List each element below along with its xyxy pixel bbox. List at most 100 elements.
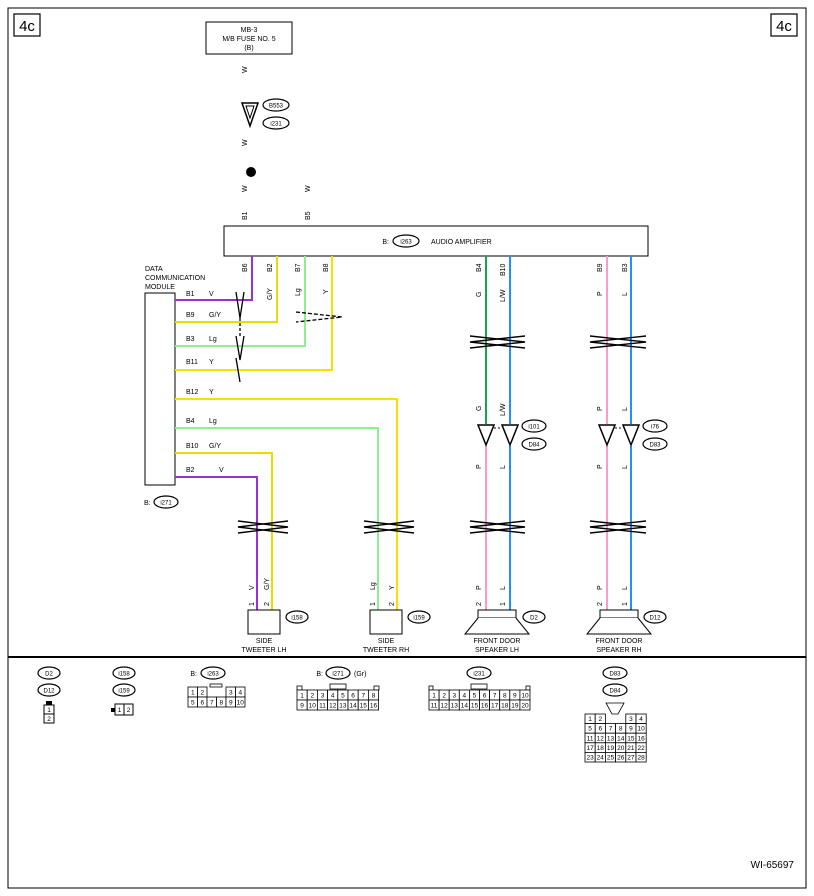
connector-pin-number: 3	[321, 693, 325, 700]
connector-pin-number: 24	[597, 755, 605, 762]
amp-pin-b2: B2	[267, 263, 274, 272]
wire-label-w4: W	[305, 185, 312, 192]
mid-label-p: P	[597, 406, 604, 411]
connector-pin-cell	[235, 696, 246, 708]
connector-b553-i231: B553 i231	[240, 98, 290, 130]
conn-label-d12: D12	[649, 616, 661, 622]
splice-point	[246, 167, 256, 177]
low-label-l: L	[500, 465, 507, 469]
svg-text:4c: 4c	[19, 18, 35, 35]
dcm-pin: B2	[186, 467, 195, 474]
speaker-lh: D2 FRONT DOOR SPEAKER LH	[463, 609, 546, 654]
connector-pin-number: 2	[598, 716, 602, 723]
speaker-harness-marks	[469, 335, 647, 534]
connector-pin-number: 6	[483, 693, 487, 700]
conn-label-i101: i101	[528, 425, 540, 431]
svg-text:i263: i263	[207, 672, 219, 678]
connector-pin-number: 16	[637, 735, 645, 742]
dcm-pin-color: Lg	[209, 418, 217, 425]
svg-text:D2: D2	[45, 672, 53, 678]
connector-pin-number: 11	[319, 703, 326, 710]
connector-pin-number: 13	[339, 703, 347, 710]
amp-conn-prefix: B:	[382, 239, 389, 246]
connector-pin-number: 21	[627, 745, 635, 752]
amp-pin-b6: B6	[242, 263, 249, 272]
wire-label-w2: W	[242, 139, 249, 146]
fuse-line3: (B)	[244, 45, 253, 52]
connector-pin-number: 27	[627, 755, 635, 762]
connector-pin-number: 7	[210, 700, 214, 707]
conn-label-d84: D84	[528, 443, 540, 449]
tweeter-lh-label2: TWEETER LH	[241, 647, 286, 654]
connector-pin-number: 14	[349, 703, 357, 710]
bot-label-p: P	[476, 585, 483, 590]
amp-b4-color: G	[476, 292, 483, 297]
tweeter-wire-y: Y	[389, 585, 396, 590]
connector-pin-number: 8	[503, 693, 507, 700]
connector-pin-number: 2	[310, 693, 314, 700]
dcm-conn-id: i271	[160, 501, 172, 507]
connector-pin-number: 13	[451, 703, 459, 710]
connector-pin-number: 5	[588, 726, 592, 733]
speaker-lh-label2: SPEAKER LH	[475, 647, 519, 654]
svg-text:i271: i271	[332, 672, 344, 678]
tweeter-lh: i158 SIDE TWEETER LH	[241, 609, 309, 654]
connector-i76-d83: i76 D83	[597, 419, 668, 451]
dcm-pin-color: G/Y	[209, 443, 221, 450]
amp-b9-color: P	[597, 291, 604, 296]
connector-pin-number: 7	[361, 693, 365, 700]
dcm-pin-color: V	[219, 467, 224, 474]
connector-pin-number: 1	[300, 693, 304, 700]
svg-text:2: 2	[127, 707, 131, 714]
low-label-p: P	[476, 464, 483, 469]
connector-pin-number: 15	[627, 735, 635, 742]
dcm-pin: B12	[186, 389, 199, 396]
dcm-line2: COMMUNICATION	[145, 275, 205, 282]
bot-label-p: P	[597, 585, 604, 590]
amp-b7-color: Lg	[295, 288, 302, 296]
tweeter-rh-label1: SIDE	[378, 638, 395, 645]
svg-text:1: 1	[118, 707, 122, 714]
connector-pin-number: 8	[372, 693, 376, 700]
connector-pin-number: 9	[513, 693, 517, 700]
low-label-l: L	[622, 465, 629, 469]
connector-pin-number: 26	[617, 755, 625, 762]
connector-pin-number: 1	[191, 690, 195, 697]
tweeter-lh-label1: SIDE	[256, 638, 273, 645]
connector-pin-number: 20	[521, 703, 529, 710]
connector-pin-number: 11	[587, 735, 594, 742]
amp-pin-b8: B8	[323, 263, 330, 272]
amp-conn-id: i263	[400, 240, 412, 246]
fuse-line2: M/B FUSE NO. 5	[222, 36, 275, 43]
wire-label-w3: W	[242, 185, 249, 192]
tweeter-pin: 2	[264, 602, 271, 606]
svg-text:B:: B:	[316, 671, 323, 678]
connector-pin-number: 11	[431, 703, 438, 710]
connector-pin-number: 17	[586, 745, 594, 752]
svg-text:i159: i159	[118, 689, 130, 695]
speaker-pin: 1	[622, 602, 629, 606]
connector-pin-number: 10	[237, 700, 245, 707]
page-tag-right: 4c	[770, 13, 798, 37]
page-border	[7, 7, 807, 889]
connector-pin-number: 6	[200, 700, 204, 707]
amp-pin-b7: B7	[295, 263, 302, 272]
connector-pin-number: 19	[511, 703, 519, 710]
connector-pin-number: 4	[463, 693, 467, 700]
dcm-pin: B1	[186, 291, 195, 298]
amp-pin-b5-top: B5	[305, 211, 312, 220]
speaker-rh-label2: SPEAKER RH	[596, 647, 641, 654]
conn-label-d2: D2	[530, 616, 538, 622]
dcm-pin: B3	[186, 336, 195, 343]
svg-text:B:: B:	[190, 671, 197, 678]
connector-pin-number: 9	[229, 700, 233, 707]
connector-pin-number: 14	[461, 703, 469, 710]
svg-text:D83: D83	[609, 672, 621, 678]
amp-b10-color: L/W	[500, 289, 507, 302]
tweeter-wire-v: V	[249, 585, 256, 590]
connector-pin-number: 16	[370, 703, 378, 710]
